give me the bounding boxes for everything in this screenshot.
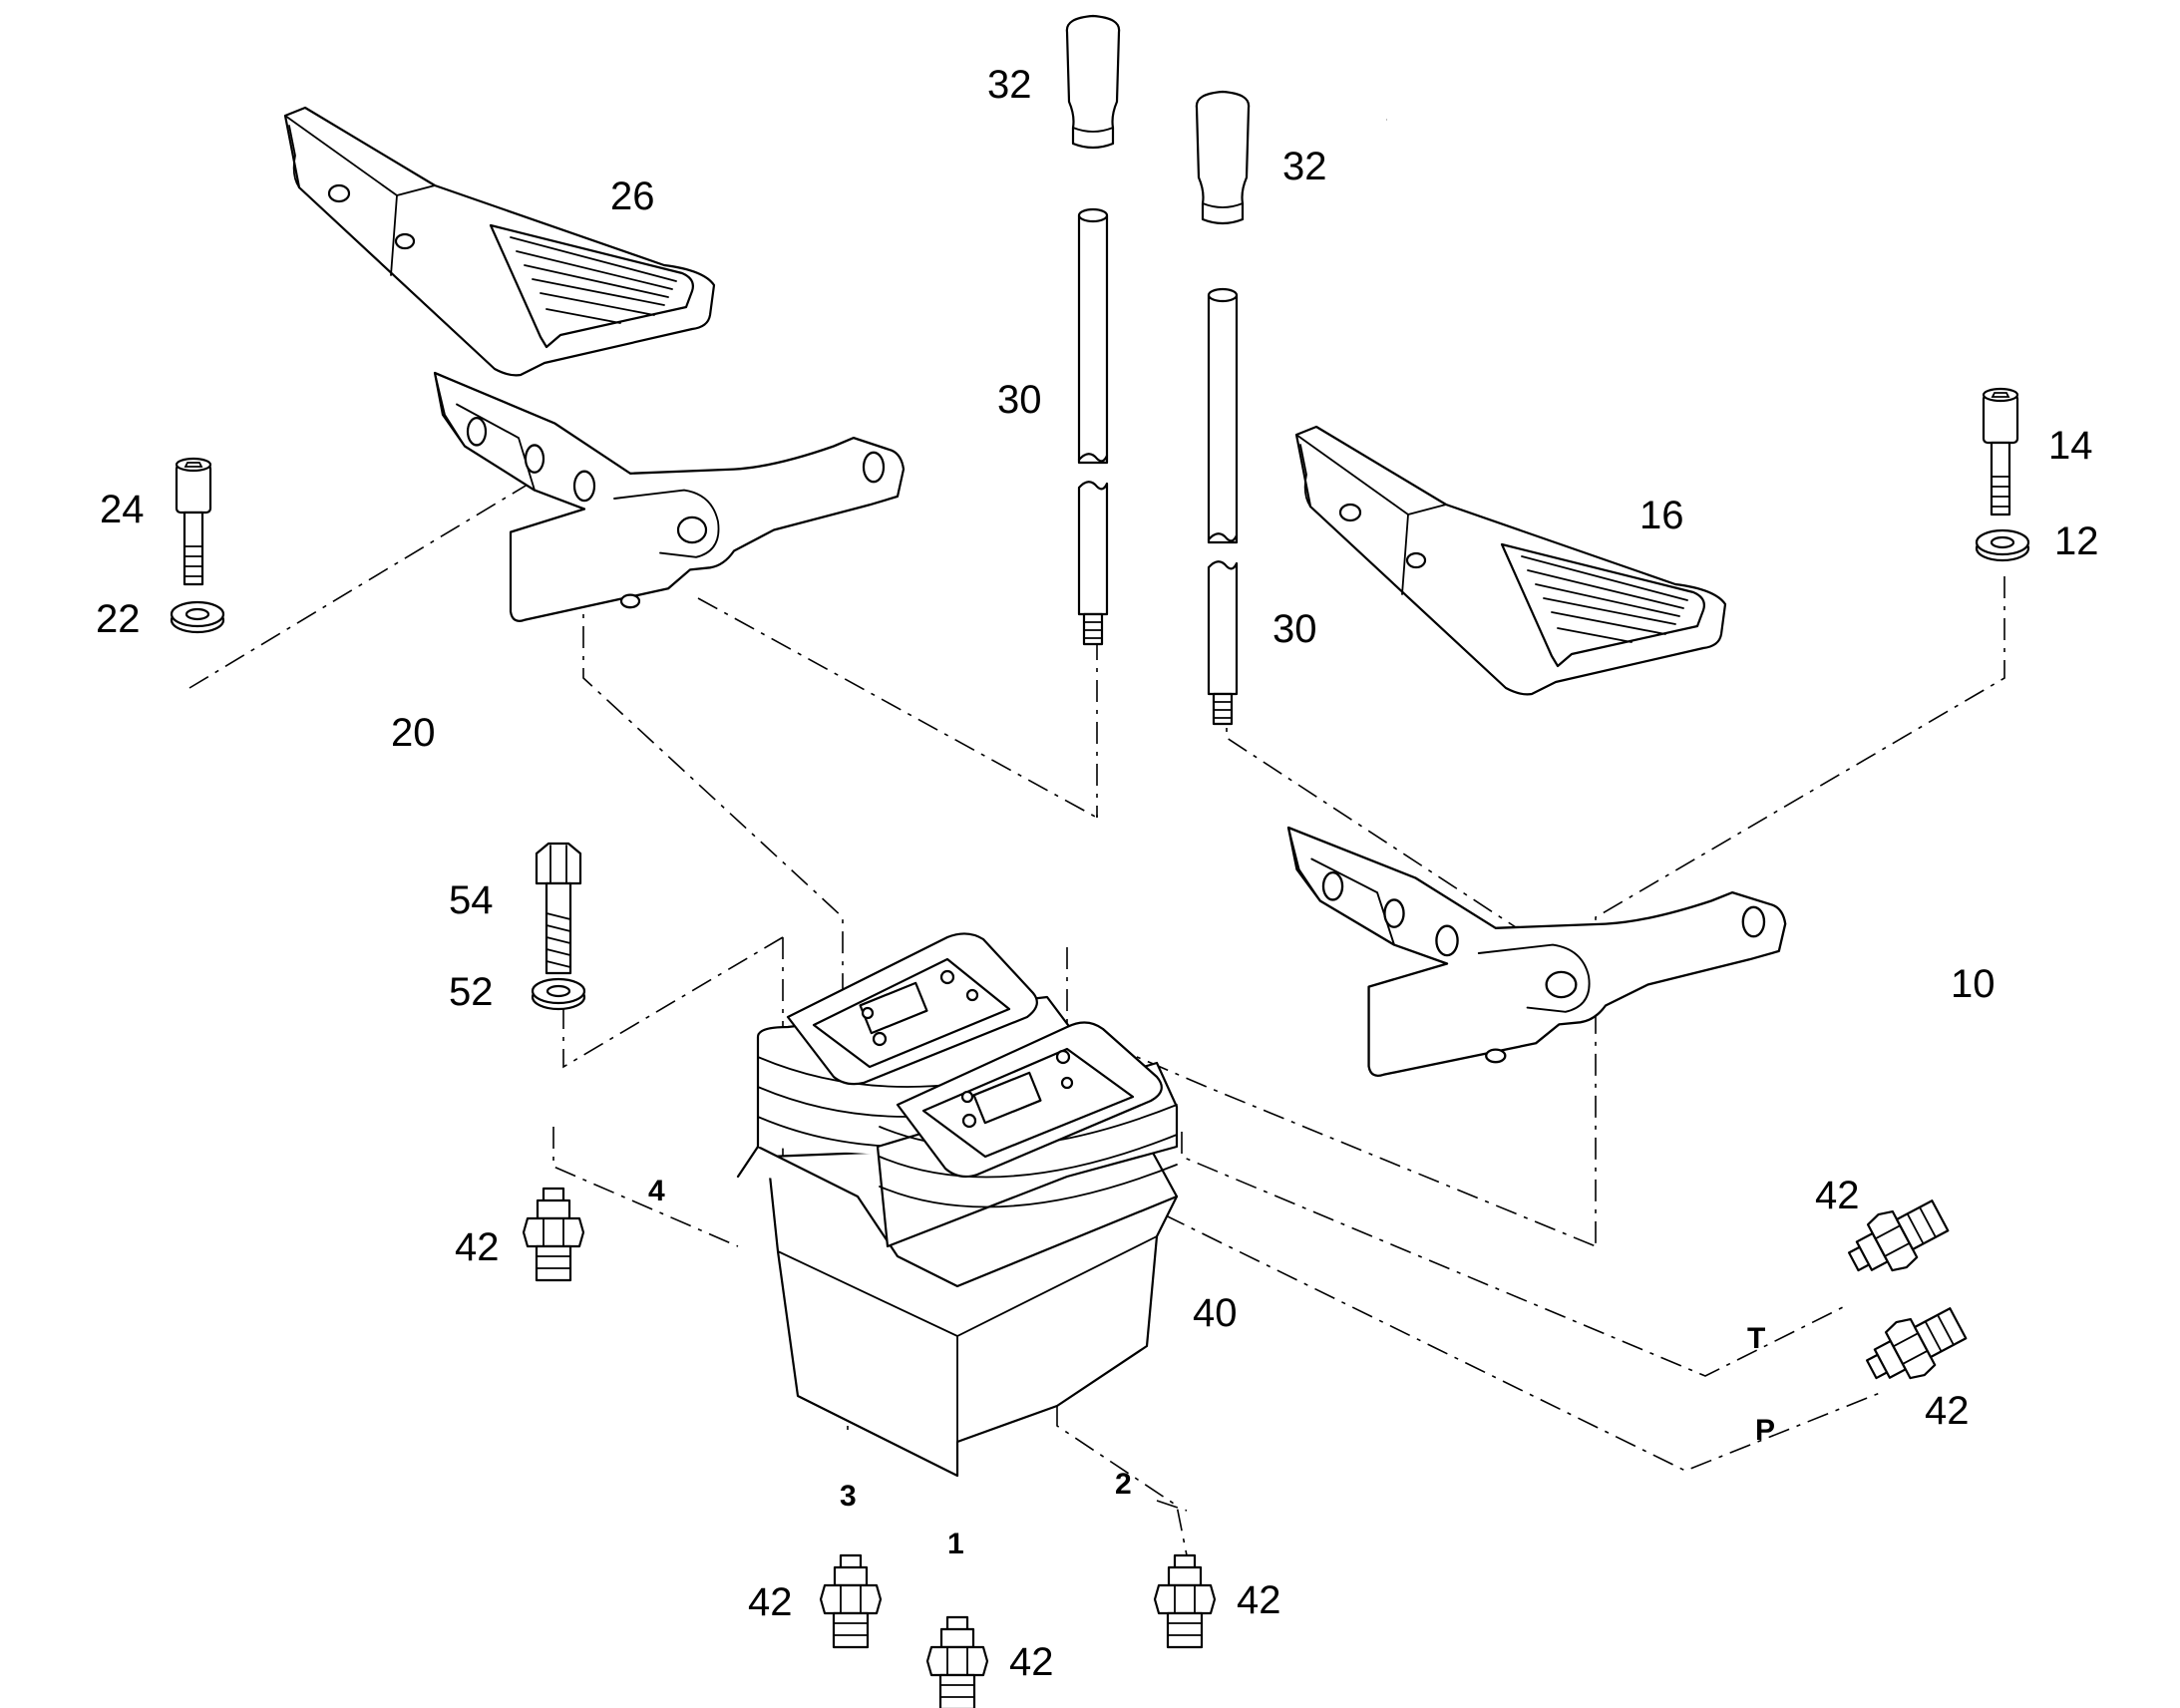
port-label-t: T: [1747, 1322, 1765, 1355]
rod-30-right: [1207, 287, 1239, 726]
callout-22: 22: [96, 597, 141, 641]
bracket-10: [1286, 826, 1787, 1078]
callout-20: 20: [391, 711, 436, 755]
port-label-3: 3: [840, 1480, 857, 1513]
port-label-p: P: [1755, 1414, 1775, 1447]
fitting-42-port-3: [819, 1553, 883, 1649]
callout-42-bottom-right: 42: [1237, 1578, 1281, 1622]
callout-24: 24: [100, 488, 145, 531]
pedal-16: [1294, 425, 1727, 696]
port-labels: 4 3 1 2 T P: [648, 1175, 1775, 1560]
callout-32-right: 32: [1282, 145, 1327, 188]
callout-42-left: 42: [455, 1225, 500, 1269]
callout-42-t: 42: [1815, 1174, 1860, 1217]
callout-16: 16: [1639, 494, 1684, 537]
callout-40: 40: [1193, 1291, 1238, 1335]
knob-32-right: [1195, 90, 1251, 225]
port-label-1: 1: [947, 1528, 964, 1560]
port-label-4: 4: [648, 1175, 665, 1207]
callout-30-right: 30: [1272, 607, 1317, 651]
port-label-2: 2: [1115, 1468, 1132, 1501]
knob-32-left: [1065, 14, 1121, 150]
callout-32-left: 32: [987, 63, 1032, 107]
fitting-42-port-4: [522, 1187, 585, 1282]
callout-10: 10: [1951, 962, 1996, 1006]
bracket-20: [433, 371, 906, 623]
washer-22: [170, 600, 225, 634]
callout-12: 12: [2054, 519, 2099, 563]
callout-54: 54: [449, 878, 494, 922]
fitting-42-port-1: [925, 1615, 989, 1708]
callout-30-left: 30: [997, 378, 1042, 422]
fitting-42-port-p: [1856, 1295, 1974, 1397]
valve-body-40: [736, 932, 1179, 1478]
callout-52: 52: [449, 970, 494, 1014]
callout-42-bottom-left: 42: [748, 1580, 793, 1624]
rod-30-left: [1077, 207, 1109, 646]
bolt-54: [535, 842, 582, 975]
fitting-42-port-2: [1153, 1553, 1217, 1649]
pedal-26: [283, 106, 716, 377]
washer-52: [531, 977, 586, 1011]
screw-14: [1982, 387, 2019, 516]
callout-26: 26: [610, 174, 655, 218]
callout-42-bottom-center: 42: [1009, 1640, 1054, 1684]
callout-labels: 32 32 26 30 30 14 12 16 24 22 20 54 52 1…: [96, 63, 2099, 1684]
callout-42-p: 42: [1925, 1389, 1970, 1433]
callout-14: 14: [2048, 424, 2093, 468]
screw-24: [175, 457, 212, 586]
washer-12: [1975, 528, 2030, 562]
